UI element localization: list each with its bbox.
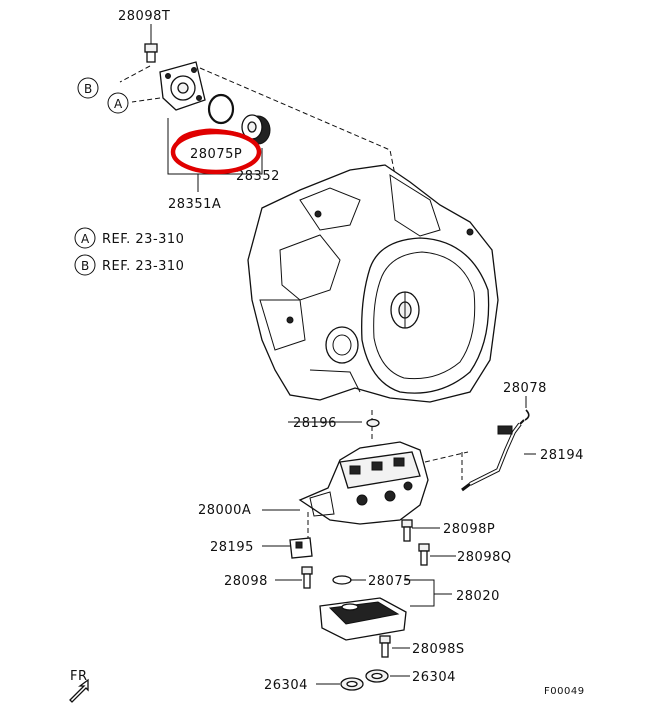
bolt-28098Q (418, 543, 430, 566)
transmission-housing (247, 164, 499, 403)
oil-filter-housing (119, 24, 401, 201)
ref-b-text: REF. 23-310 (102, 259, 184, 274)
label-28194: 28194 (540, 448, 584, 463)
ref-b-letter: B (81, 259, 89, 273)
label-28098S: 28098S (412, 642, 465, 657)
label-28196: 28196 (293, 416, 337, 431)
callout-a: A (114, 97, 123, 111)
callout-b: B (84, 82, 92, 96)
label-28098Q: 28098Q (457, 550, 512, 565)
callout-a-circle (107, 92, 129, 114)
label-28351A: 28351A (168, 197, 221, 212)
bolt-28098S (379, 635, 391, 658)
label-28075P: 28075P (190, 147, 242, 162)
label-28195: 28195 (210, 540, 254, 555)
label-28020: 28020 (456, 589, 500, 604)
label-28078: 28078 (503, 381, 547, 396)
highlight-circle (170, 129, 262, 175)
front-arrow-icon (69, 678, 89, 703)
bolt-28098 (301, 566, 313, 589)
ref-a-letter: A (81, 232, 90, 246)
washer-26304-left (340, 677, 364, 691)
ref-a-text: REF. 23-310 (102, 232, 184, 247)
callout-b-circle (77, 77, 99, 99)
strainer-28020 (319, 597, 407, 641)
label-26304-right: 26304 (412, 670, 456, 685)
washer-26304-right (365, 669, 389, 683)
ref-b-circle (74, 254, 96, 276)
label-28000A: 28000A (198, 503, 251, 518)
oil-pipe (424, 409, 530, 492)
leader-lines (262, 396, 536, 685)
label-28352: 28352 (236, 169, 280, 184)
figure-code: F00049 (544, 686, 585, 697)
label-28098: 28098 (224, 574, 268, 589)
o-ring-28075 (332, 575, 352, 585)
label-26304-left: 26304 (264, 678, 308, 693)
bracket-28195 (289, 512, 313, 559)
label-28075: 28075 (368, 574, 412, 589)
front-label: FR (70, 669, 88, 684)
bolt-28098P (401, 519, 413, 542)
seal-28196 (366, 418, 380, 428)
valve-body (298, 410, 429, 525)
label-28098T: 28098T (118, 9, 170, 24)
ref-a-circle (74, 227, 96, 249)
label-28098P: 28098P (443, 522, 495, 537)
